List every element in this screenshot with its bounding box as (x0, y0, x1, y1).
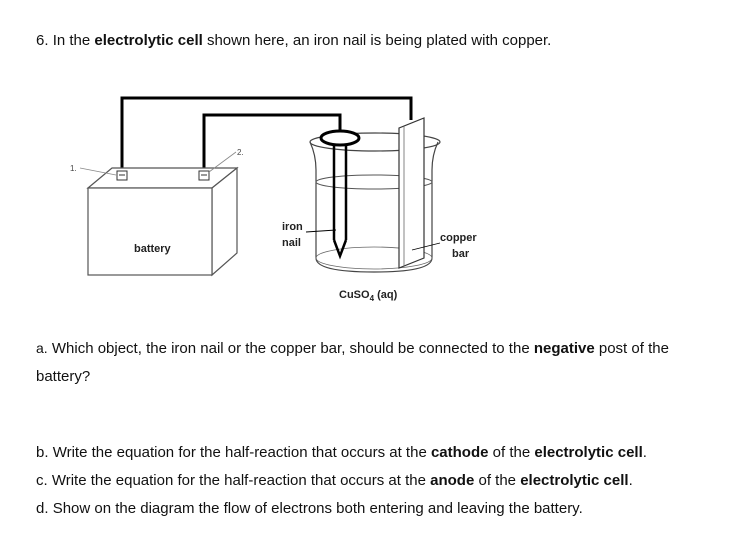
part-a-letter: a. (36, 340, 48, 356)
solution-label: CuSO4 (aq) (339, 289, 398, 303)
part-b-bold-2: electrolytic cell (534, 444, 643, 461)
part-c-letter: c. (36, 472, 48, 489)
part-c-bold-2: electrolytic cell (520, 472, 629, 489)
part-a-bold: negative (533, 340, 595, 357)
battery-terminal-2 (198, 170, 210, 181)
copper-bar-pointer (411, 242, 441, 251)
part-d: d. Show on the diagram the flow of elect… (36, 499, 583, 519)
question-number: 6. (36, 32, 49, 49)
copper-bar (398, 117, 425, 269)
battery (86, 166, 239, 277)
part-b-text-after: . (642, 444, 647, 461)
part-c-text-after: . (628, 472, 633, 489)
part-c-text-middle: of the (474, 472, 521, 489)
label-1-pointer (79, 167, 117, 176)
solution-formula: CuSO (339, 289, 370, 301)
question-intro: 6. In the electrolytic cell shown here, … (36, 31, 551, 51)
part-a: a. Which object, the iron nail or the co… (36, 334, 726, 391)
solution-state: (aq) (374, 289, 398, 301)
part-b-text-before: Write the equation for the half-reaction… (52, 444, 431, 461)
question-intro-text-before: In the (52, 32, 95, 49)
battery-terminal-1 (116, 170, 128, 181)
part-b: b. Write the equation for the half-react… (36, 443, 647, 463)
iron-nail-label-line2: nail (282, 237, 301, 249)
wire-battery-to-nail (202, 113, 342, 172)
part-c-text-before: Write the equation for the half-reaction… (51, 472, 431, 489)
part-c-bold-1: anode (430, 472, 475, 489)
solution-subscript: 4 (370, 294, 375, 303)
iron-nail-pointer (305, 229, 337, 233)
label-2: 2. (237, 148, 244, 157)
part-b-letter: b. (36, 444, 49, 461)
battery-label: battery (134, 243, 172, 255)
beaker (309, 132, 441, 273)
iron-nail (319, 129, 361, 260)
part-b-bold-1: cathode (430, 444, 489, 461)
wire-battery-to-copper (120, 96, 413, 172)
copper-bar-label-line1: copper (440, 232, 477, 244)
part-c: c. Write the equation for the half-react… (36, 471, 633, 491)
part-b-text-middle: of the (488, 444, 535, 461)
part-d-letter: d. (36, 500, 49, 517)
part-d-text: Show on the diagram the flow of electron… (52, 500, 583, 517)
copper-bar-label-line2: bar (452, 248, 470, 260)
question-intro-text-after: shown here, an iron nail is being plated… (202, 32, 552, 49)
iron-nail-label-line1: iron (282, 221, 303, 233)
question-intro-bold: electrolytic cell (94, 32, 203, 49)
label-2-pointer (208, 151, 237, 173)
part-a-text-after: post of the battery? (36, 340, 669, 385)
part-a-text-before: Which object, the iron nail or the coppe… (51, 340, 534, 357)
label-1: 1. (70, 164, 77, 173)
